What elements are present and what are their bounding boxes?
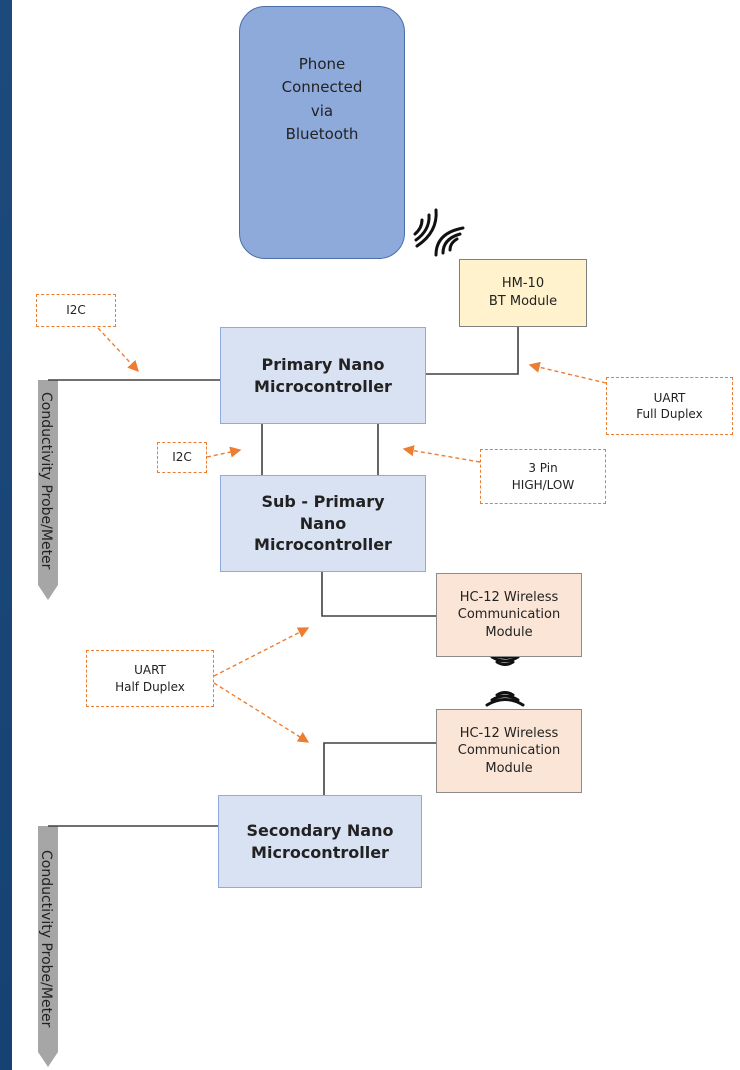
wireless-signal-icon bbox=[485, 691, 525, 707]
sub-primary-nano-microcontroller: Sub - Primary Nano Microcontroller bbox=[220, 475, 426, 572]
label-uart-half-duplex: UART Half Duplex bbox=[86, 650, 214, 707]
label-i2c-top: I2C bbox=[36, 294, 116, 327]
diagram-canvas: Phone Connected via Bluetooth HM-10 BT M… bbox=[12, 0, 740, 1070]
phone-node: Phone Connected via Bluetooth bbox=[239, 6, 405, 259]
arrow-uart-half-up bbox=[213, 627, 310, 677]
probe-shape-bottom bbox=[38, 826, 58, 1067]
arrow-three-pin bbox=[402, 445, 481, 463]
label-i2c-mid: I2C bbox=[157, 442, 207, 473]
wire-primary-to-hm10 bbox=[426, 327, 519, 375]
arrow-uart-full bbox=[528, 361, 607, 384]
arrow-i2c-mid bbox=[206, 446, 242, 458]
conductivity-probe-bottom-label: Conductivity Probe/Meter bbox=[38, 850, 54, 1028]
wire-hc12-to-secondary bbox=[323, 742, 436, 795]
wireless-signal-icon bbox=[434, 226, 465, 257]
label-three-pin-high-low: 3 Pin HIGH/LOW bbox=[480, 449, 606, 504]
label-uart-full-duplex: UART Full Duplex bbox=[606, 377, 733, 435]
arrow-i2c-top bbox=[97, 327, 139, 373]
hc12-module-top: HC-12 Wireless Communication Module bbox=[436, 573, 582, 657]
primary-nano-microcontroller: Primary Nano Microcontroller bbox=[220, 327, 426, 424]
hm10-bt-module: HM-10 BT Module bbox=[459, 259, 587, 327]
secondary-nano-microcontroller: Secondary Nano Microcontroller bbox=[218, 795, 422, 888]
probe-shape-top bbox=[38, 380, 58, 600]
arrow-uart-half-down bbox=[213, 682, 310, 743]
wireless-signal-icon bbox=[413, 208, 438, 248]
hc12-module-bottom: HC-12 Wireless Communication Module bbox=[436, 709, 582, 793]
wire-sub-to-hc12 bbox=[321, 572, 436, 617]
conductivity-probe-top-label: Conductivity Probe/Meter bbox=[38, 392, 54, 570]
